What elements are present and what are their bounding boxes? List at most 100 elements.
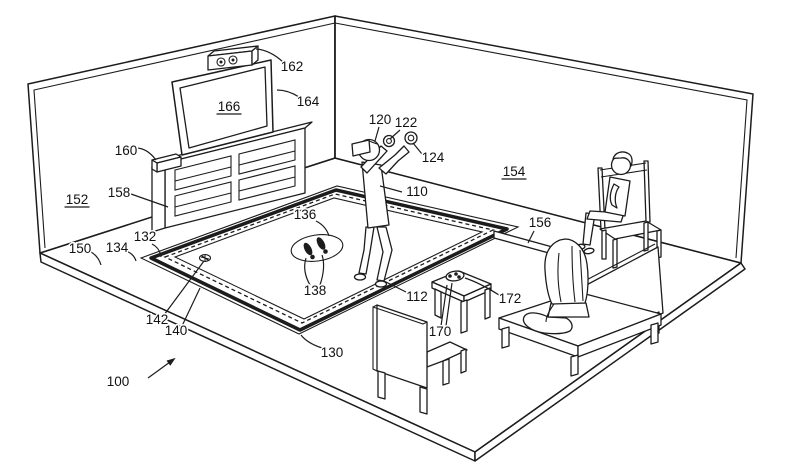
ref-number-142: 142: [146, 312, 169, 327]
man-torso: [604, 176, 631, 217]
couch-leg-2: [570, 354, 579, 377]
cabinet-shelves: [174, 139, 296, 217]
ref-number-124: 124: [422, 150, 445, 165]
ref-number-122: 122: [395, 115, 418, 130]
sensor-right-face: [251, 45, 259, 66]
ref-label-164: 164: [276, 89, 321, 111]
mat-inner-edge: [173, 197, 484, 320]
ref-number-120: 120: [369, 112, 392, 127]
man-hair: [612, 151, 633, 167]
ref-label-142: 142: [144, 260, 205, 329]
ref-label-138: 138: [302, 254, 328, 300]
footprint-oval: [290, 234, 344, 262]
ref-label-162: 162: [255, 48, 305, 76]
chair2-post-right: [643, 160, 651, 223]
ref-label-140: 140: [163, 287, 201, 340]
player-right-foot: [374, 280, 388, 288]
footprint-right: [316, 237, 326, 250]
chair2-leg-2: [643, 221, 649, 252]
controller-left: [382, 134, 396, 148]
ref-label-152: 152: [64, 191, 90, 209]
ref-label-160: 160: [113, 142, 157, 161]
woman-body: [547, 302, 590, 318]
snack-bowl: [445, 270, 465, 282]
table-leg-right: [484, 287, 491, 320]
woman-hair-strand-1: [557, 252, 562, 303]
ref-number-166: 166: [218, 99, 241, 114]
standing-player: [351, 131, 418, 288]
play-mat: [139, 185, 520, 335]
ref-number-112: 112: [406, 289, 428, 304]
ref-number-130: 130: [321, 345, 344, 360]
chair-panel-thickness: [372, 304, 428, 372]
sensor-lens-right: [228, 55, 238, 65]
ref-number-138: 138: [304, 283, 327, 298]
footprint-right-heel: [323, 249, 328, 254]
ref-label-130: 130: [300, 334, 345, 362]
media-center: [151, 121, 313, 233]
right-wall-edge-line: [334, 22, 748, 259]
television: [171, 59, 274, 156]
chair2-leg-4: [612, 238, 618, 269]
ref-number-162: 162: [281, 59, 304, 74]
ref-number-158: 158: [108, 185, 131, 200]
ref-label-124: 124: [412, 142, 446, 167]
couch-leg-3: [650, 322, 659, 345]
empty-chair: [372, 304, 468, 415]
footprint-left-heel: [310, 254, 315, 260]
couch-leg-1: [501, 326, 510, 349]
headset-strap: [368, 140, 378, 145]
ref-number-172: 172: [499, 291, 522, 306]
man-arm: [609, 183, 620, 209]
ref-label-172: 172: [464, 277, 523, 308]
footprint-left: [303, 242, 313, 256]
ref-number-160: 160: [115, 143, 138, 158]
couch: [493, 230, 664, 377]
ref-number-132: 132: [134, 229, 157, 244]
ref-label-170: 170: [427, 282, 453, 341]
camera-sensor-bar: [207, 45, 259, 71]
ref-number-136: 136: [294, 207, 317, 222]
mat-sensor-dashed-line: [163, 193, 495, 324]
ref-number-154: 154: [503, 164, 526, 179]
sensor-lens-left: [216, 57, 226, 67]
ref-label-158: 158: [106, 184, 169, 208]
mat-outer-edge: [139, 185, 520, 335]
seated-man: [574, 151, 633, 255]
mat-marker: [198, 254, 212, 262]
ref-label-122: 122: [389, 114, 419, 140]
table-leg-left: [434, 288, 442, 319]
ref-label-100: 100: [105, 357, 176, 391]
ref-label-112: 112: [383, 280, 429, 306]
player-right-arm: [378, 145, 410, 175]
ref-number-164: 164: [297, 94, 320, 109]
ref-number-134: 134: [106, 240, 129, 255]
ref-number-156: 156: [529, 215, 552, 230]
chair-back-panel: [376, 304, 428, 389]
woman-hair-strand-3: [579, 249, 584, 302]
ref-number-150: 150: [69, 241, 92, 256]
ref-number-152: 152: [66, 192, 89, 207]
chair-front-leg-1: [377, 370, 386, 400]
chair-back-leg-1: [442, 358, 450, 386]
ref-number-140: 140: [165, 323, 188, 338]
table-leg-front: [460, 299, 468, 334]
player-left-foot: [353, 273, 367, 281]
woman-folded-legs: [522, 312, 573, 335]
ref-label-132: 132: [132, 228, 162, 258]
side-table: [431, 270, 492, 334]
ref-label-136: 136: [292, 206, 330, 237]
ref-label-150: 150: [67, 240, 102, 266]
seated-woman: [522, 238, 590, 335]
ref-label-156: 156: [527, 214, 553, 244]
controller-right: [404, 131, 418, 145]
ref-label-110: 110: [379, 183, 429, 201]
ref-number-170: 170: [429, 324, 452, 339]
ref-label-120: 120: [367, 111, 393, 142]
left-wall-edge-line: [33, 22, 336, 249]
cabinet-left-face: [151, 162, 166, 233]
chair-back-leg-2: [460, 348, 467, 374]
